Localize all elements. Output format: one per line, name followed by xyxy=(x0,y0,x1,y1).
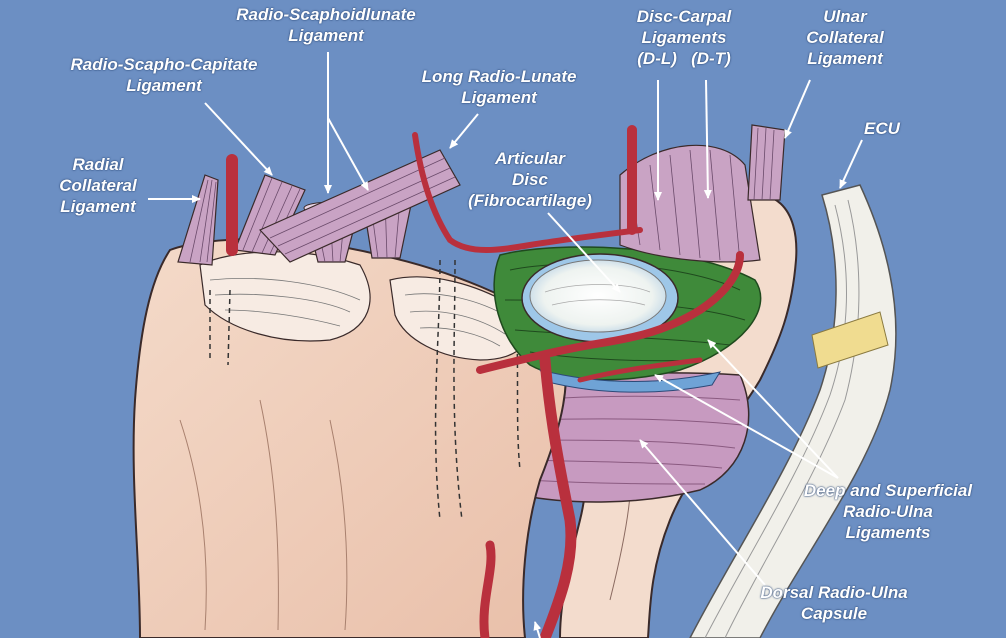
label-line: (D-L) (D-T) xyxy=(637,49,731,68)
label-line: Ligament xyxy=(807,49,883,68)
label-radio-scaphoidlunate: Radio-Scaphoidlunate Ligament xyxy=(218,4,434,46)
label-line: Radio-Scapho-Capitate xyxy=(70,55,258,74)
label-line: Long Radio-Lunate xyxy=(421,67,577,86)
label-ecu: ECU xyxy=(852,118,912,139)
label-line: Radio-Scaphoidlunate xyxy=(236,5,416,24)
label-line: Ligament xyxy=(288,26,364,45)
label-disc-carpal: Disc-Carpal Ligaments (D-L) (D-T) xyxy=(614,6,754,69)
long-radio-lunate-ligament xyxy=(258,149,461,263)
pointer-arrows xyxy=(148,52,863,638)
arteries xyxy=(226,125,744,638)
label-line: Ligament xyxy=(60,197,136,216)
label-radial-collateral: Radial Collateral Ligament xyxy=(48,154,148,217)
label-line: Collateral xyxy=(806,28,884,47)
label-long-radio-lunate: Long Radio-Lunate Ligament xyxy=(396,66,602,108)
label-line: Ulnar xyxy=(823,7,867,26)
disc-carpal-ligaments xyxy=(619,144,761,263)
articular-disc xyxy=(521,253,679,343)
label-line: Ligament xyxy=(461,88,537,107)
ecu-tendon xyxy=(689,184,897,638)
label-line: Radial xyxy=(72,155,124,174)
label-line: Ligaments xyxy=(845,523,931,542)
radial-collateral-ligament xyxy=(177,174,219,266)
label-line: Disc xyxy=(512,170,548,189)
label-line: Disc-Carpal xyxy=(636,7,732,26)
label-line: Ligament xyxy=(126,76,202,95)
label-line: ECU xyxy=(864,119,900,138)
label-line: Ligaments xyxy=(641,28,727,47)
label-radio-scapho-capitate: Radio-Scapho-Capitate Ligament xyxy=(44,54,284,96)
label-dorsal-capsule: Dorsal Radio-Ulna Capsule xyxy=(734,582,934,624)
radius-bone xyxy=(132,238,568,638)
label-line: Deep and Superficial xyxy=(803,481,973,500)
label-articular-disc: Articular Disc (Fibrocartilage) xyxy=(450,148,610,211)
label-line: Capsule xyxy=(800,604,868,623)
label-line: Articular xyxy=(495,149,565,168)
label-line: Radio-Ulna xyxy=(843,502,933,521)
label-deep-superficial: Deep and Superficial Radio-Ulna Ligament… xyxy=(778,480,998,543)
label-line: Dorsal Radio-Ulna xyxy=(760,583,908,602)
radio-scapho-capitate-ligament xyxy=(234,174,306,256)
label-line: Collateral xyxy=(59,176,137,195)
label-line: (Fibrocartilage) xyxy=(468,191,592,210)
ulnar-collateral-ligament xyxy=(747,124,786,201)
label-ulnar-collateral: Ulnar Collateral Ligament xyxy=(790,6,900,69)
